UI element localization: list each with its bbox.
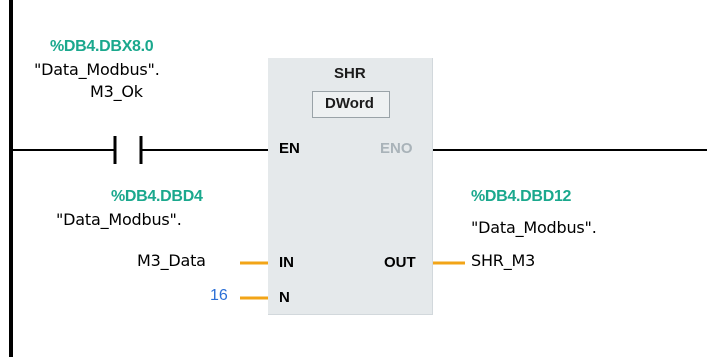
pin-en[interactable]: EN bbox=[279, 140, 300, 157]
out-address[interactable]: %DB4.DBD12 bbox=[471, 188, 572, 205]
out-symbol-line2[interactable]: SHR_M3 bbox=[471, 251, 536, 270]
power-rail bbox=[9, 0, 13, 357]
n-constant-value[interactable]: 16 bbox=[210, 287, 228, 304]
pin-eno[interactable]: ENO bbox=[380, 140, 413, 157]
pin-out[interactable]: OUT bbox=[384, 254, 416, 271]
data-type-label: DWord bbox=[325, 95, 374, 112]
contact-symbol-line2[interactable]: M3_Ok bbox=[90, 82, 143, 101]
pin-n[interactable]: N bbox=[279, 289, 290, 306]
shr-instruction-box[interactable] bbox=[268, 58, 433, 315]
data-type-selector[interactable] bbox=[312, 91, 390, 118]
in-symbol-line1[interactable]: "Data_Modbus". bbox=[56, 210, 182, 229]
contact-symbol-line1[interactable]: "Data_Modbus". bbox=[34, 60, 160, 79]
instruction-name: SHR bbox=[334, 65, 366, 82]
contact-address[interactable]: %DB4.DBX8.0 bbox=[50, 38, 154, 55]
in-address[interactable]: %DB4.DBD4 bbox=[111, 188, 203, 205]
pin-in[interactable]: IN bbox=[279, 254, 294, 271]
out-symbol-line1[interactable]: "Data_Modbus". bbox=[471, 218, 597, 237]
in-symbol-line2[interactable]: M3_Data bbox=[137, 251, 206, 270]
